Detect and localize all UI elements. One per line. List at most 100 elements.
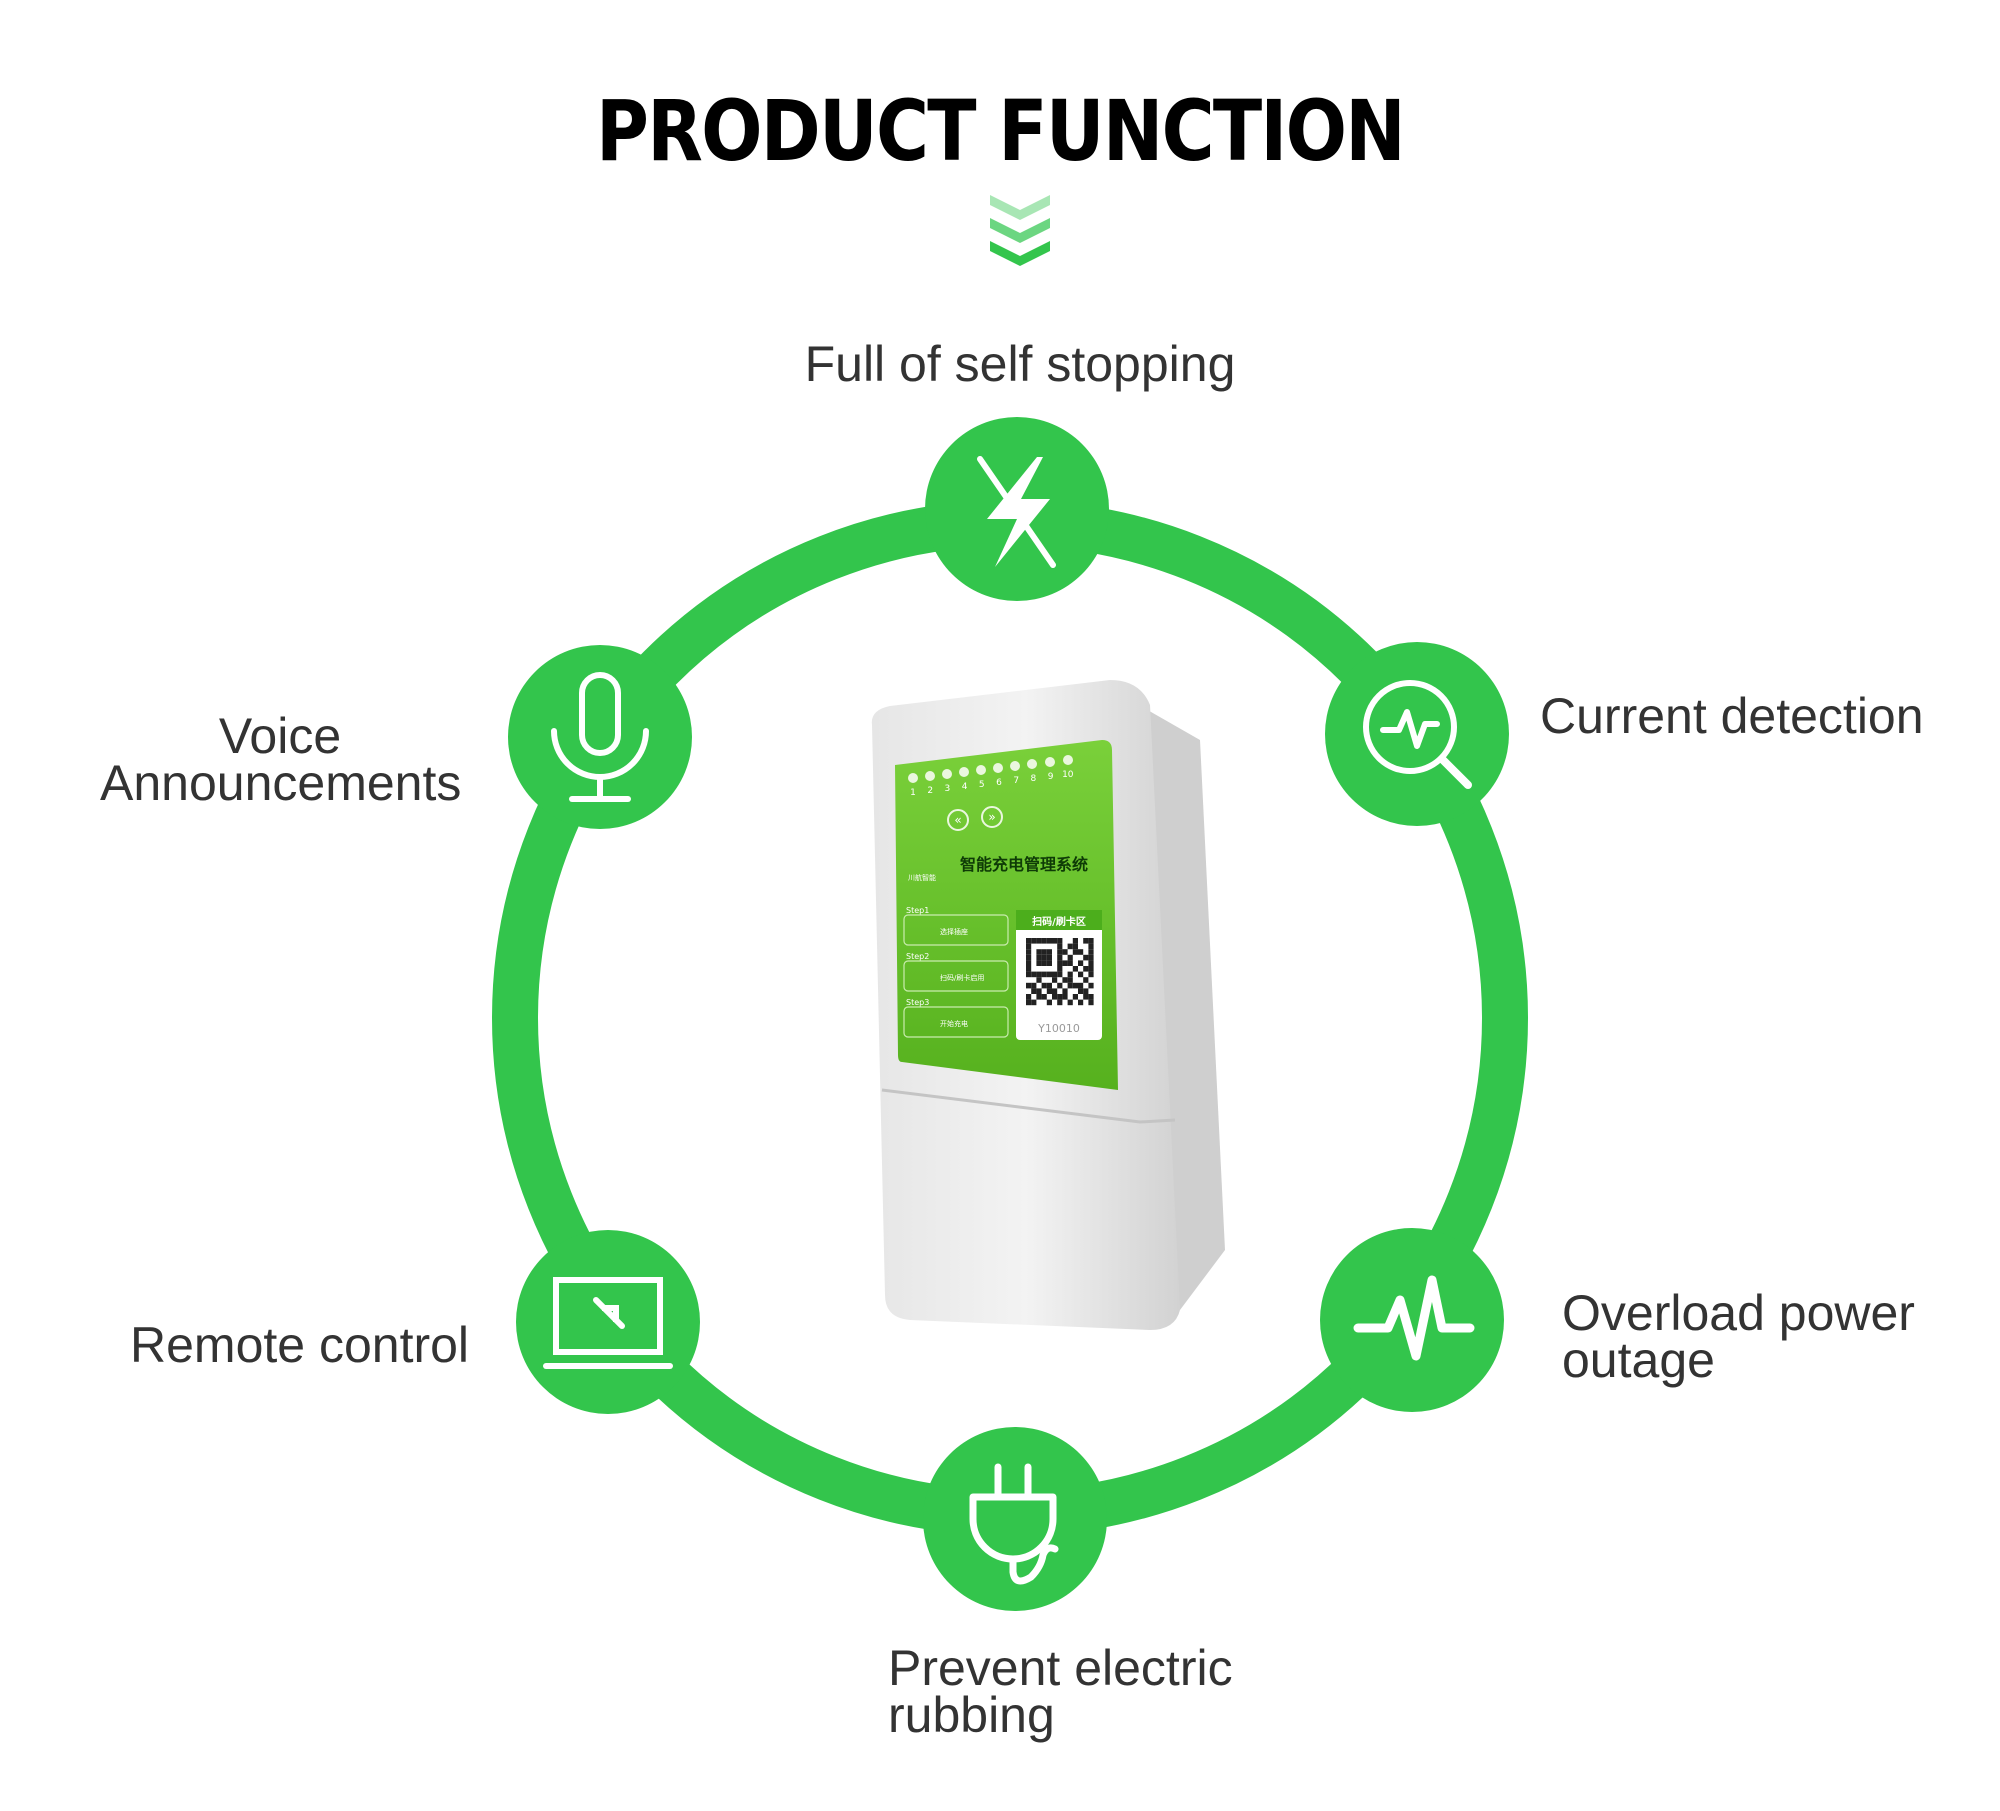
qr-cell [1036,949,1042,955]
qr-cell [1057,966,1063,972]
qr-cell [1078,960,1084,966]
qr-cell [1046,999,1052,1006]
qr-cell [1078,971,1084,978]
qr-cell [1036,960,1042,966]
qr-cell [1078,982,1084,989]
qr-cell [1036,971,1042,978]
prevent-rubbing-node [923,1427,1107,1611]
qr-cell [1072,982,1078,989]
qr-cell [1067,954,1073,961]
qr-cell [1041,954,1047,961]
chevron-down-icon [990,195,1050,266]
magnifier-pulse-icon [1363,680,1472,789]
qr-cell [1062,960,1068,966]
qr-cell [1057,954,1063,961]
scan-area-label: 扫码/刷卡区 [1032,915,1086,928]
voice-node [508,645,692,829]
step-box [903,960,1009,992]
device-id: Y10010 [1037,1022,1080,1035]
qr-cell [1078,988,1084,994]
led-number: 3 [945,784,951,794]
qr-cell [1057,999,1063,1006]
led-number: 5 [979,780,985,790]
qr-cell [1026,954,1032,961]
qr-cell [1026,994,1032,1000]
qr-cell [1052,971,1058,978]
qr-cell [1078,999,1084,1006]
qr-cell [1088,938,1094,944]
qr-cell [1026,982,1032,989]
qr-cell [1083,988,1089,994]
page-title: PRODUCT FUNCTION [595,82,1406,180]
qr-cell [1072,943,1078,950]
qr-cell [1088,999,1094,1006]
monitor-arrow-icon [543,1277,673,1369]
qr-cell [1088,960,1094,966]
qr-cell [1072,938,1078,944]
feature-label-current-detection: Current detection [1540,688,1924,744]
led-number: 8 [1031,774,1037,784]
qr-cell [1088,971,1094,978]
qr-cell [1067,982,1073,989]
step-label: Step3 [906,998,929,1007]
qr-cell [1078,949,1084,955]
qr-cell [1083,966,1089,972]
qr-cell [1088,943,1094,950]
qr-cell [1067,999,1073,1006]
heartbeat-pulse-icon [1353,1275,1475,1361]
qr-cell [1088,994,1094,1000]
step-text: 扫码/刷卡启用 [940,973,984,982]
qr-cell [1026,949,1032,955]
qr-code [1026,938,1094,1006]
qr-cell [1088,949,1094,955]
led-indicators [908,755,1073,783]
qr-cell [1067,960,1073,966]
qr-cell [1031,938,1037,944]
panel-brand: 川航智能 [908,873,936,882]
qr-cell [1046,960,1052,966]
qr-cell [1062,988,1068,994]
qr-cell [1072,966,1078,972]
qr-cell [1041,960,1047,966]
qr-cell [1057,982,1063,989]
qr-cell [1026,938,1032,944]
qr-cell [1083,977,1089,983]
led-number: 10 [1062,770,1074,780]
step-label: Step1 [906,906,929,915]
qr-cell [1026,966,1032,972]
qr-cell [1052,977,1058,983]
qr-cell [1046,938,1052,944]
qr-cell [1088,954,1094,961]
step-box [903,1006,1009,1038]
led-number: 7 [1013,776,1019,786]
qr-cell [1046,954,1052,961]
svg-text:»: » [988,810,995,824]
qr-cell [1041,971,1047,978]
led-number: 4 [962,782,968,792]
qr-cell [1052,938,1058,944]
overload-node [1320,1228,1504,1412]
qr-cell [1052,988,1058,994]
step-text: 开始充电 [940,1019,968,1028]
qr-cell [1072,994,1078,1000]
feature-label-overload: Overload power outage [1562,1285,1915,1388]
qr-cell [1057,938,1063,944]
remote-control-node [516,1230,700,1414]
qr-cell [1026,943,1032,950]
qr-cell [1036,938,1042,944]
full-stop-node [925,417,1109,601]
qr-cell [1057,943,1063,950]
led-number: 2 [927,786,933,796]
current-detection-node [1325,642,1509,826]
qr-cell [1036,988,1042,994]
qr-cell [1067,943,1073,950]
next-button [981,806,1003,828]
step-text: 选择插座 [940,927,968,936]
qr-cell [1046,949,1052,955]
qr-cell [1057,994,1063,1000]
qr-cell [1041,938,1047,944]
qr-cell [1031,971,1037,978]
qr-cell [1036,954,1042,961]
led-number: 9 [1048,772,1054,782]
